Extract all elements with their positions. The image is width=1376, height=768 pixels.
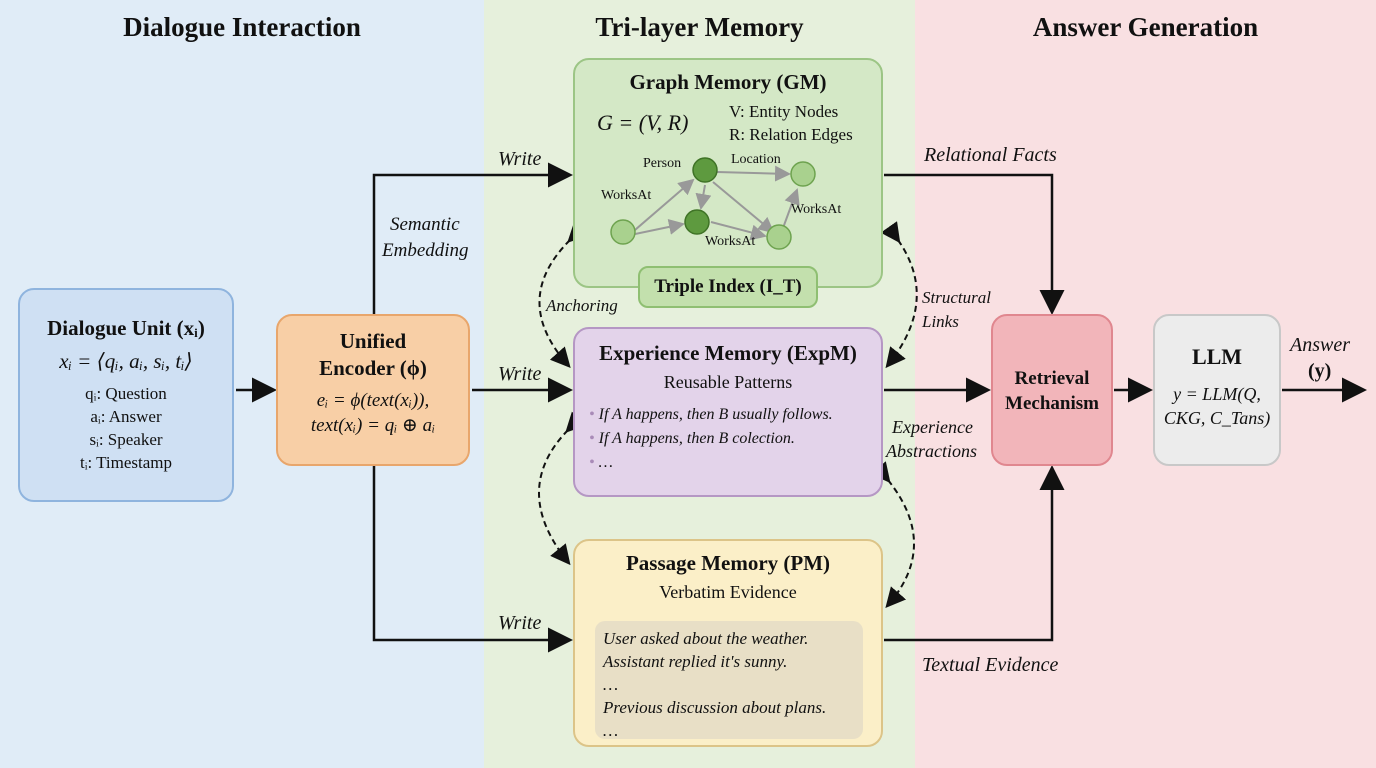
graph-node-location: [790, 161, 816, 187]
dashed-link-anchoring: [538, 221, 589, 368]
llm-formula-2: CKG, C_Tans): [1163, 408, 1271, 428]
experience-memory-box: Experience Memory (ExpM) Reusable Patter…: [573, 327, 883, 497]
label-write-expm: Write: [498, 363, 542, 385]
experience-memory-title: Experience Memory (ExpM): [599, 341, 857, 365]
label-embedding: Embedding: [382, 240, 469, 261]
retrieval-line2: Mechanism: [1005, 393, 1099, 414]
label-textual-evidence: Textual Evidence: [922, 654, 1059, 676]
legend-entity-nodes: V: Entity Nodes: [729, 102, 839, 121]
arrow-gm-to-retrieval: [884, 173, 1065, 315]
triple-index-box: Triple Index (I_T): [638, 266, 818, 308]
passage-line: User asked about the weather.: [603, 629, 809, 648]
pattern-bullet: If A happens, then B colection.: [598, 430, 795, 447]
unified-encoder-box: Unified Encoder (ϕ) eᵢ = ϕ(text(xᵢ)), te…: [276, 314, 470, 466]
dashed-link-exp-pm: [538, 411, 587, 566]
passage-line: …: [603, 721, 619, 740]
triple-index-label: Triple Index (I_T): [654, 276, 802, 297]
passage-line: Assistant replied it's sunny.: [603, 652, 788, 671]
dialogue-unit-item: sᵢ: Speaker: [89, 430, 163, 449]
encoder-title-line1: Unified: [339, 329, 407, 353]
graph-node-person: [692, 157, 718, 183]
passage-memory-title: Passage Memory (PM): [625, 551, 831, 575]
edge-label-worksat: WorksAt: [705, 234, 756, 249]
section-title-memory: Tri-layer Memory: [595, 12, 804, 42]
llm-box: LLM y = LLM(Q, CKG, C_Tans): [1153, 314, 1281, 466]
node-label-person: Person: [643, 156, 682, 171]
retrieval-mechanism-box: Retrieval Mechanism: [991, 314, 1113, 466]
pattern-bullet: …: [598, 454, 613, 471]
edge-label-worksat: WorksAt: [791, 202, 842, 217]
label-links: Links: [922, 312, 959, 331]
llm-formula-1: y = LLM(Q,: [1173, 384, 1261, 404]
passage-line: …: [603, 675, 619, 694]
graph-node: [684, 209, 710, 235]
graph-formula: G = (V, R): [597, 110, 689, 135]
pattern-bullet: If A happens, then B usually follows.: [598, 406, 833, 423]
dialogue-unit-item: qᵢ: Question: [85, 384, 167, 403]
legend-relation-edges: R: Relation Edges: [729, 125, 853, 144]
dashed-link-exp-pm-right: [870, 461, 915, 609]
label-answer: Answer: [1290, 334, 1350, 356]
label-relational-facts: Relational Facts: [924, 144, 1057, 166]
arrow-encoder-to-gm: [372, 162, 573, 314]
label-experience: Experience: [892, 417, 973, 437]
retrieval-line1: Retrieval: [1014, 368, 1090, 389]
llm-title: LLM: [1191, 344, 1243, 369]
encoder-formula-2: text(xᵢ) = qᵢ ⊕ aᵢ: [310, 415, 436, 436]
label-abstractions: Abstractions: [886, 441, 978, 461]
section-title-dialogue: Dialogue Interaction: [123, 12, 361, 42]
dialogue-unit-item: tᵢ: Timestamp: [79, 453, 173, 472]
graph-memory-box: Graph Memory (GM) G = (V, R) V: Entity N…: [573, 58, 883, 288]
section-title-answer: Answer Generation: [1032, 12, 1259, 42]
experience-memory-subtitle: Reusable Patterns: [663, 372, 793, 392]
encoder-formula-1: eᵢ = ϕ(text(xᵢ)),: [316, 390, 430, 411]
label-write-pm: Write: [498, 612, 542, 634]
label-anchoring: Anchoring: [546, 296, 618, 315]
arrow-encoder-to-pm: [372, 466, 573, 653]
passage-line: Previous discussion about plans.: [603, 698, 827, 717]
graph-node: [610, 219, 636, 245]
dialogue-unit-item: aᵢ: Answer: [90, 407, 162, 426]
node-label-location: Location: [731, 152, 781, 167]
encoder-title-line2: Encoder (ϕ): [319, 356, 427, 380]
dialogue-unit-box: Dialogue Unit (xᵢ) xᵢ = ⟨qᵢ, aᵢ, sᵢ, tᵢ⟩…: [18, 288, 234, 502]
passage-memory-subtitle: Verbatim Evidence: [659, 582, 797, 602]
label-semantic: Semantic: [390, 214, 460, 235]
dialogue-unit-title: Dialogue Unit (xᵢ): [47, 316, 205, 340]
label-structural: Structural: [922, 288, 991, 307]
edge-label-worksat: WorksAt: [601, 188, 652, 203]
dialogue-unit-formula: xᵢ = ⟨qᵢ, aᵢ, sᵢ, tᵢ⟩: [59, 349, 193, 373]
label-write-gm: Write: [498, 148, 542, 170]
graph-node: [766, 224, 792, 250]
passage-memory-box: Passage Memory (PM) Verbatim Evidence Us…: [573, 539, 883, 747]
graph-illustration: [610, 157, 816, 250]
dashed-link-structural: [880, 221, 918, 369]
graph-memory-title: Graph Memory (GM): [629, 70, 827, 94]
label-answer-y: (y): [1308, 360, 1332, 382]
arrow-pm-to-retrieval: [884, 465, 1065, 642]
